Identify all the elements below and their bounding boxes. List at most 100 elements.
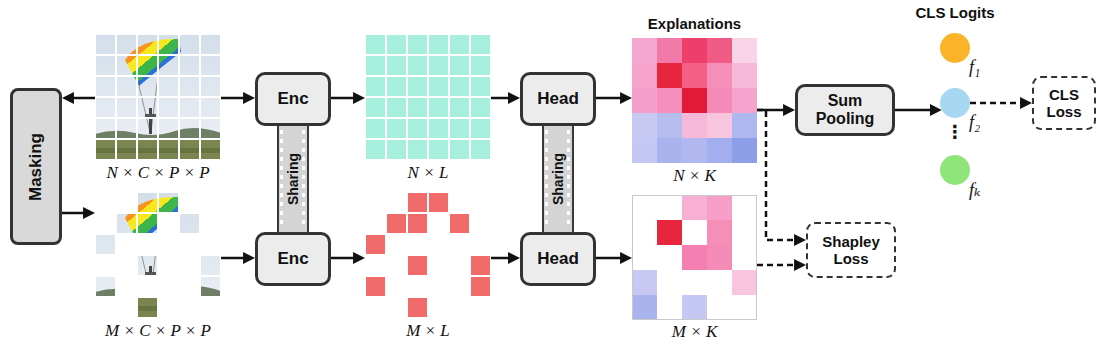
- token-cell: [408, 193, 427, 212]
- rung: [280, 220, 283, 224]
- heatmap-cell: [682, 63, 707, 88]
- heatmap-cell: [682, 138, 707, 163]
- token-cell: [387, 214, 406, 233]
- grid-line: [95, 75, 221, 77]
- grid-line: [95, 159, 221, 161]
- rung: [567, 130, 570, 134]
- token-cell: [408, 298, 427, 317]
- encoder-box: Enc: [255, 232, 331, 286]
- rung: [545, 175, 548, 179]
- grid-line: [95, 275, 221, 277]
- masked-patch: [95, 213, 116, 234]
- heatmap-cell: [657, 88, 682, 113]
- token-cell: [366, 56, 385, 75]
- encoder-box: Enc: [255, 72, 331, 126]
- token-cell: [429, 140, 448, 159]
- masked-token-grid: M × L: [365, 192, 491, 318]
- rung: [567, 157, 570, 161]
- token-cell: [408, 140, 427, 159]
- heatmap-cell: [632, 63, 657, 88]
- weight-sharing-band: Sharing: [277, 126, 309, 232]
- grid-line: [95, 138, 221, 140]
- masked-patch: [158, 234, 179, 255]
- masked-patch: [137, 276, 158, 297]
- grid-line: [95, 296, 221, 298]
- token-cell: [471, 277, 490, 296]
- rung: [545, 193, 548, 197]
- masked-patch: [158, 255, 179, 276]
- token-cell: [450, 214, 469, 233]
- grid-line: [95, 54, 221, 56]
- rung: [567, 202, 570, 206]
- token-cell: [366, 235, 385, 254]
- head-box: Head: [520, 72, 596, 126]
- masked-patch: [179, 192, 200, 213]
- rung: [545, 130, 548, 134]
- arrow-connector: [895, 109, 937, 112]
- rung: [567, 148, 570, 152]
- masked-patch: [200, 297, 221, 318]
- heatmap-cell: [682, 245, 707, 270]
- token-cell: [408, 119, 427, 138]
- masked-patch: [95, 297, 116, 318]
- box-label: Shapley Loss: [813, 233, 889, 267]
- rung: [545, 148, 548, 152]
- rung: [545, 184, 548, 188]
- token-cell: [471, 77, 490, 96]
- heatmap-cell: [682, 295, 707, 320]
- rung: [545, 139, 548, 143]
- heatmap-cell: [632, 38, 657, 63]
- box-label: Sum Pooling: [803, 92, 887, 128]
- dimension-label: M × K: [672, 322, 717, 342]
- patch-grid-lines: [95, 192, 221, 318]
- token-cell: [450, 77, 469, 96]
- logit-circle: f₂: [940, 88, 970, 118]
- rung: [280, 184, 283, 188]
- rung: [280, 139, 283, 143]
- dashed-arrow: [757, 110, 801, 240]
- token-cell: [429, 98, 448, 117]
- token-cell: [450, 98, 469, 117]
- heatmap-cell: [657, 138, 682, 163]
- logit-circle: f₁: [940, 33, 970, 63]
- masking-box: Masking: [10, 88, 62, 245]
- masked-explanation-heatmap: M × K: [632, 195, 757, 320]
- masked-input-image: [95, 192, 221, 318]
- heatmap-cell: [732, 63, 757, 88]
- masked-patch: [95, 192, 116, 213]
- logit-label: fₖ: [969, 179, 981, 201]
- token-cell: [408, 77, 427, 96]
- band-label: Sharing: [550, 153, 566, 205]
- rung: [302, 220, 305, 224]
- box-label: CLS Loss: [1039, 86, 1089, 120]
- token-cell: [471, 35, 490, 54]
- arrow-connector: [491, 97, 515, 100]
- token-cell: [366, 77, 385, 96]
- heatmap-cell: [732, 38, 757, 63]
- token-cell: [450, 35, 469, 54]
- dashed-arrow: [757, 264, 801, 267]
- heatmap-cell: [657, 220, 682, 245]
- heatmap-cell: [732, 138, 757, 163]
- heading: Explanations: [648, 15, 741, 32]
- token-cell: [387, 98, 406, 117]
- masked-patch: [179, 255, 200, 276]
- grid-line: [95, 117, 221, 119]
- masked-token-cells: [366, 193, 490, 317]
- logit-label: f₁: [969, 57, 980, 78]
- heatmap-cell: [707, 38, 732, 63]
- rung: [302, 193, 305, 197]
- rung: [567, 139, 570, 143]
- grid-line: [95, 233, 221, 235]
- token-cell: [408, 98, 427, 117]
- token-cell: [387, 77, 406, 96]
- rung: [545, 202, 548, 206]
- heatmap-cell: [707, 63, 732, 88]
- masked-patch: [200, 234, 221, 255]
- token-cell: [450, 119, 469, 138]
- loss-box: Shapley Loss: [806, 222, 896, 278]
- rung: [567, 211, 570, 215]
- masked-patch: [179, 276, 200, 297]
- token-cell: [471, 256, 490, 275]
- heatmap-cell: [707, 220, 732, 245]
